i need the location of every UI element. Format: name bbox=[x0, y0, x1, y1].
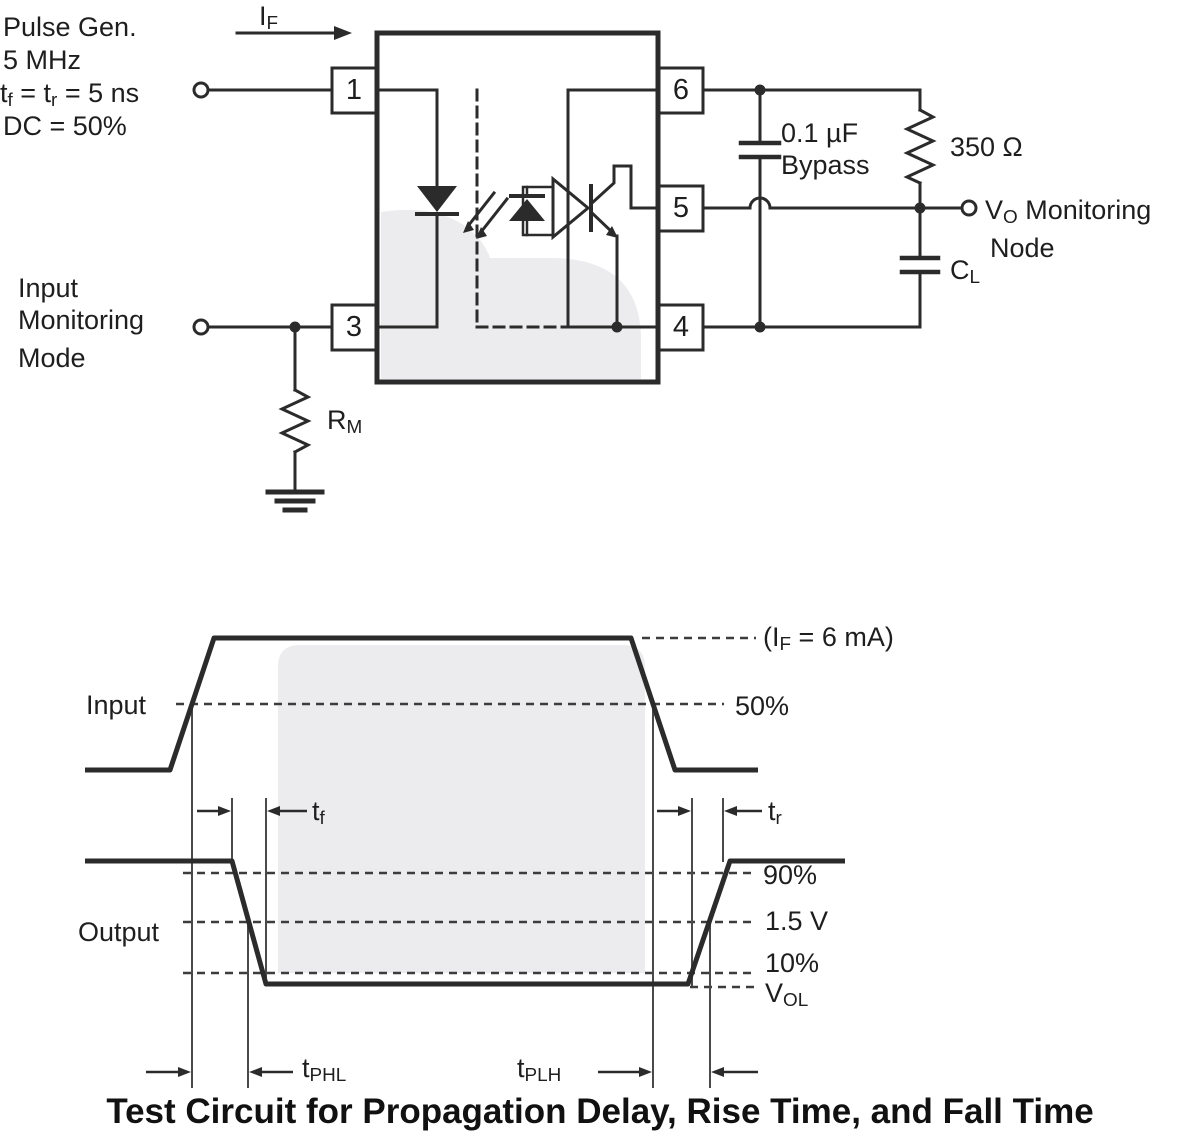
pulse-edges-label: tf = tr = 5 ns bbox=[0, 78, 140, 112]
tphl-label: tPHL bbox=[302, 1053, 347, 1087]
if-label: IF bbox=[259, 1, 279, 35]
threshold-lines bbox=[176, 636, 756, 989]
led-icon bbox=[374, 88, 459, 329]
output-waveform-label: Output bbox=[78, 917, 160, 947]
if-current-arrow-icon bbox=[235, 26, 352, 40]
vo-monitoring-terminal bbox=[960, 199, 978, 217]
pin-6-number: 6 bbox=[672, 74, 690, 106]
pulse-duty-label: DC = 50% bbox=[3, 111, 127, 141]
input-monitoring-terminal bbox=[192, 318, 210, 336]
wire-hop bbox=[748, 196, 772, 210]
package-shading bbox=[381, 209, 641, 379]
input-waveform-label: Input bbox=[86, 690, 147, 720]
pct50-label: 50% bbox=[735, 691, 790, 721]
pct10-label: 10% bbox=[765, 948, 820, 978]
vo-node-label-2: Node bbox=[990, 233, 1055, 263]
input-waveform bbox=[85, 635, 758, 773]
tplh-label: tPLH bbox=[517, 1053, 562, 1087]
pulse-gen-terminal bbox=[192, 81, 210, 99]
pin-1-number: 1 bbox=[345, 74, 363, 106]
rm-resistor-icon bbox=[278, 325, 312, 492]
tf-label: tf bbox=[312, 796, 325, 830]
timing-diagram bbox=[85, 635, 845, 1088]
input-monitoring-label-1: Input bbox=[18, 273, 79, 303]
input-monitoring-label-3: Mode bbox=[18, 343, 86, 373]
pullup-resistor-label: 350 Ω bbox=[950, 132, 1023, 162]
transistor-icon bbox=[589, 164, 661, 333]
light-arrows-icon bbox=[463, 190, 510, 239]
pulse-gen-label: Pulse Gen. bbox=[3, 12, 137, 42]
output-waveform bbox=[85, 858, 845, 987]
pin-1-box bbox=[330, 66, 378, 115]
bypass-value-label: 0.1 µF bbox=[781, 118, 859, 148]
isolation-barrier bbox=[475, 88, 567, 329]
pin-3-number: 3 bbox=[345, 311, 363, 343]
vo-node-label-1: VO Monitoring bbox=[985, 195, 1152, 229]
cl-label: CL bbox=[950, 255, 981, 289]
timing-shading bbox=[278, 645, 645, 973]
pulse-freq-label: 5 MHz bbox=[3, 45, 82, 75]
bypass-name-label: Bypass bbox=[781, 150, 870, 180]
if-level-label: (IF = 6 mA) bbox=[763, 622, 894, 656]
figure-caption: Test Circuit for Propagation Delay, Rise… bbox=[106, 1092, 1094, 1131]
input-monitoring-label-2: Monitoring bbox=[18, 305, 145, 335]
bypass-capacitor-icon bbox=[738, 88, 782, 329]
vol-label: VOL bbox=[765, 978, 809, 1012]
pin-5-number: 5 bbox=[672, 192, 690, 224]
pullup-resistor-icon bbox=[903, 88, 937, 210]
output-network bbox=[701, 84, 978, 333]
pct90-label: 90% bbox=[763, 860, 818, 890]
pin-3-box bbox=[330, 303, 378, 352]
amplifier-icon bbox=[551, 175, 591, 241]
pin-boxes bbox=[330, 66, 705, 352]
rm-label: RM bbox=[327, 405, 363, 439]
pin-4-number: 4 bbox=[672, 311, 690, 343]
tr-label: tr bbox=[768, 796, 782, 830]
test-circuit bbox=[192, 26, 978, 513]
v15-label: 1.5 V bbox=[765, 906, 829, 936]
pin-6-box bbox=[657, 66, 705, 115]
load-capacitor-icon bbox=[899, 206, 941, 329]
reference-lines bbox=[191, 704, 724, 1088]
ground-icon bbox=[265, 489, 325, 513]
photodiode-icon bbox=[509, 185, 555, 237]
dimension-arrows bbox=[146, 806, 762, 1077]
